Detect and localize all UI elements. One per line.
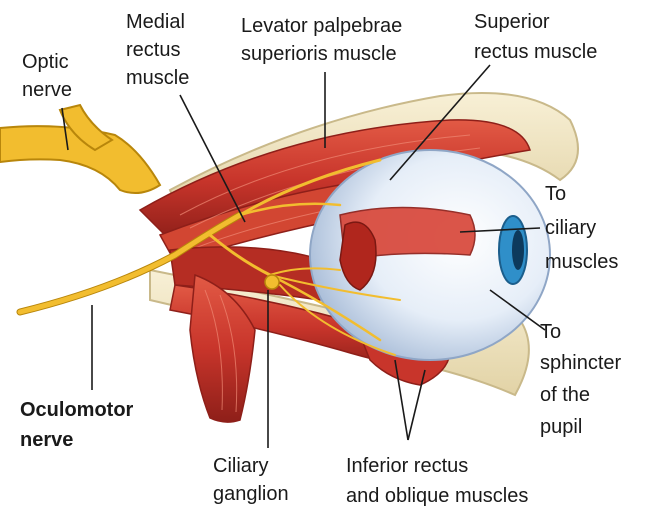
- label-sphincter: To sphincter of the pupil: [540, 321, 621, 438]
- label-line: To: [540, 321, 561, 343]
- label-line: of the: [540, 384, 590, 406]
- label-line: nerve: [20, 429, 73, 451]
- label-line: To: [545, 183, 566, 205]
- ciliary-ganglion: [265, 275, 279, 289]
- label-line: muscle: [126, 67, 189, 89]
- label-superior-rectus: Superior rectus muscle: [474, 11, 597, 63]
- label-ciliary-ganglion: Ciliary ganglion: [213, 455, 289, 505]
- label-line: and oblique muscles: [346, 485, 528, 507]
- label-line: Oculomotor: [20, 399, 134, 421]
- label-oculomotor-nerve: Oculomotor nerve: [20, 399, 134, 451]
- label-line: sphincter: [540, 352, 621, 374]
- label-line: Levator palpebrae: [241, 15, 402, 37]
- label-line: Inferior rectus: [346, 455, 468, 477]
- label-line: rectus: [126, 39, 180, 61]
- label-line: pupil: [540, 416, 582, 438]
- pupil: [512, 230, 524, 270]
- label-line: muscles: [545, 251, 618, 273]
- label-line: Superior: [474, 11, 550, 33]
- label-inferior-muscles: Inferior rectus and oblique muscles: [346, 455, 528, 507]
- label-line: Optic: [22, 51, 69, 73]
- label-line: Ciliary: [213, 455, 269, 477]
- label-optic-nerve: Optic nerve: [22, 51, 72, 101]
- label-line: superioris muscle: [241, 43, 397, 65]
- label-line: rectus muscle: [474, 41, 597, 63]
- label-line: Medial: [126, 11, 185, 33]
- label-line: ganglion: [213, 483, 289, 505]
- label-ciliary-muscles: To ciliary muscles: [545, 183, 618, 273]
- label-levator: Levator palpebrae superioris muscle: [241, 15, 402, 65]
- label-line: ciliary: [545, 217, 596, 239]
- label-line: nerve: [22, 79, 72, 101]
- label-medial-rectus: Medial rectus muscle: [126, 11, 189, 89]
